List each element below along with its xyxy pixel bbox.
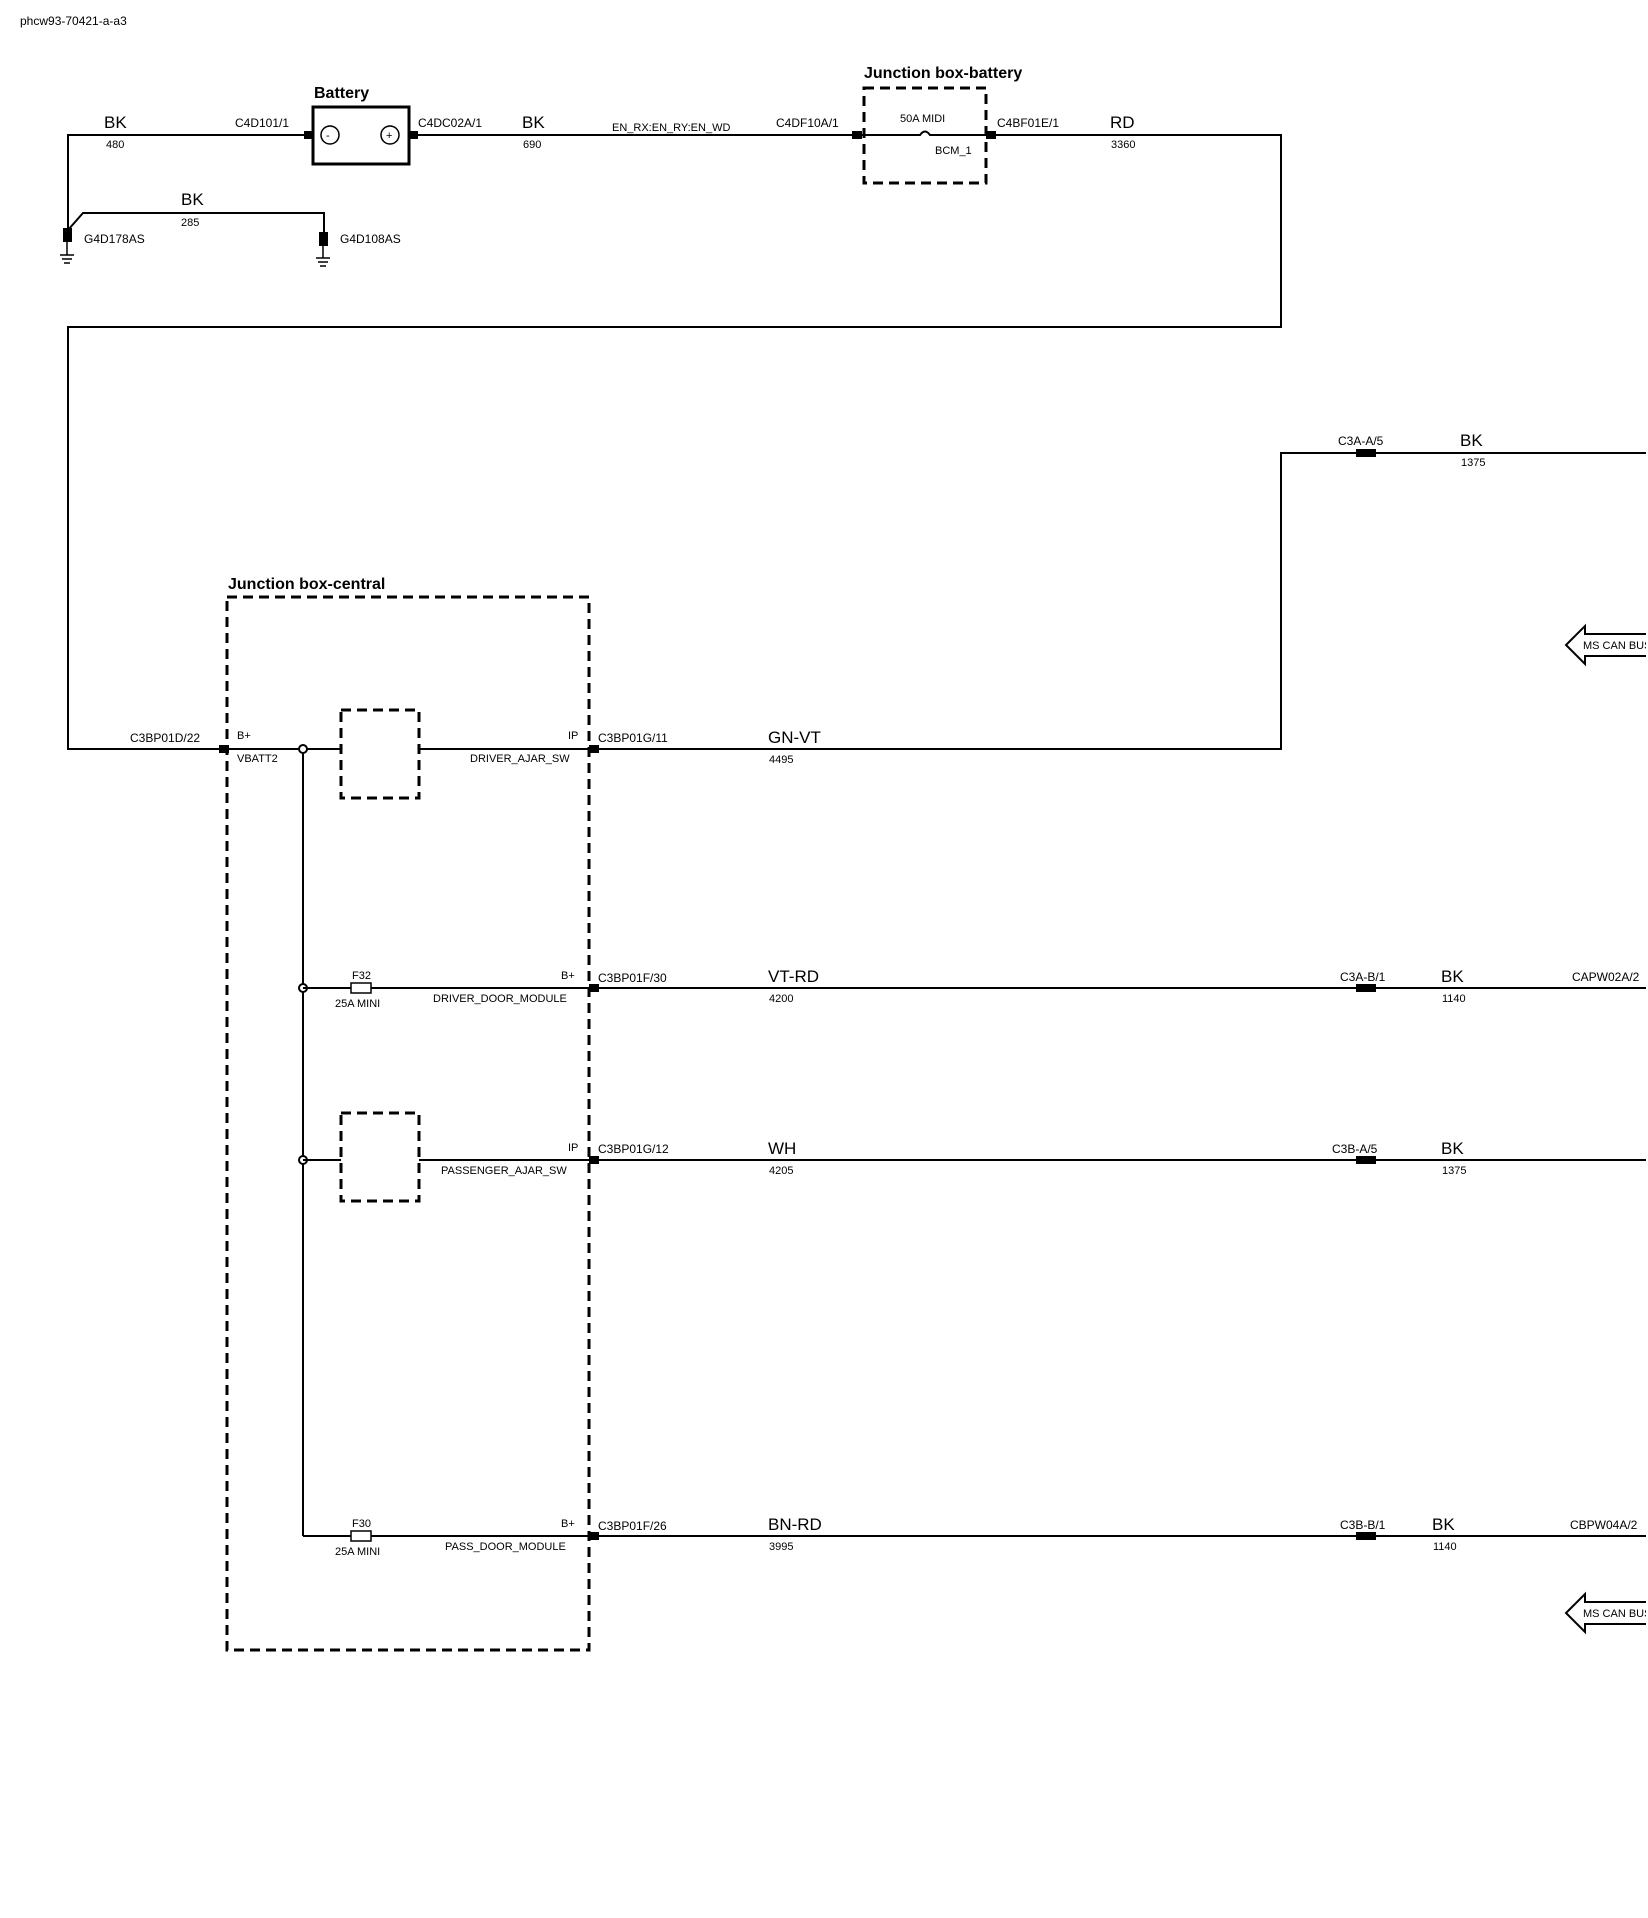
can-bus-arrow-icon: MS CAN BUS	[1564, 1591, 1648, 1635]
pin-label: IP	[568, 1142, 578, 1154]
wire-number-label: 480	[106, 139, 124, 151]
battery-minus-label: -	[326, 130, 330, 142]
ground-label-left: G4D178AS	[84, 232, 145, 246]
connector-label: C3BP01G/11	[598, 731, 668, 745]
fuse-name: BCM_1	[935, 145, 972, 157]
wire-color-label: VT-RD	[768, 967, 819, 986]
fuse-icon	[862, 130, 986, 136]
document-id: phcw93-70421-a-a3	[20, 14, 127, 28]
signal-label: EN_RX:EN_RY:EN_WD	[612, 122, 730, 134]
wire-to-central	[67, 134, 1282, 750]
pin-label: B+	[561, 1518, 575, 1530]
wire-number-label: 1375	[1442, 1165, 1466, 1177]
wire-gn-vt	[599, 452, 1357, 750]
connector-pin	[589, 984, 599, 992]
pin-label: B+	[237, 730, 251, 742]
wire-number-label: 4495	[769, 754, 793, 766]
wire-number-label: 4205	[769, 1165, 793, 1177]
svg-text:MS CAN BUS: MS CAN BUS	[1583, 1608, 1648, 1620]
connector-pin	[852, 131, 862, 139]
ground-label-right: G4D108AS	[340, 232, 401, 246]
wire-number-label: 285	[181, 217, 199, 229]
connector-pin	[304, 131, 314, 139]
signal-label: PASSENGER_AJAR_SW	[441, 1165, 567, 1177]
connector-label: C4D101/1	[235, 116, 289, 130]
battery-title: Battery	[314, 85, 369, 102]
connector-pin	[1356, 1532, 1376, 1540]
internal-module-driver-ajar	[339, 708, 421, 800]
wire-number-label: 3360	[1111, 139, 1135, 151]
connector-label: C3BP01G/12	[598, 1142, 669, 1156]
wire-color-label: BK	[1460, 431, 1483, 450]
fuse-icon	[350, 1530, 372, 1542]
wire-color-label: BK	[522, 113, 545, 132]
wire-color-label: RD	[1110, 113, 1135, 132]
wire-number-label: 690	[523, 139, 541, 151]
svg-text:MS CAN BUS: MS CAN BUS	[1583, 640, 1648, 652]
wire-number-label: 1375	[1461, 457, 1485, 469]
ground-icon	[60, 228, 74, 264]
connector-label: C4DC02A/1	[418, 116, 482, 130]
signal-label: DRIVER_DOOR_MODULE	[433, 993, 567, 1005]
fuse-rating: 25A MINI	[335, 1546, 380, 1558]
connector-pin	[1356, 984, 1376, 992]
fuse-rating: 50A MIDI	[900, 113, 945, 125]
connector-pin	[219, 745, 229, 753]
fuse-rating: 25A MINI	[335, 998, 380, 1010]
wire-color-label: BK	[104, 113, 127, 132]
junction-box-battery-title: Junction box-battery	[864, 65, 1022, 82]
pin-label: B+	[561, 970, 575, 982]
connector-label: C3A-B/1	[1340, 970, 1386, 984]
battery-minus-terminal	[320, 125, 340, 145]
internal-module-passenger-ajar	[339, 1111, 421, 1203]
wire-number-label: 4200	[769, 993, 793, 1005]
signal-label: VBATT2	[237, 753, 278, 765]
connector-label: C3BP01D/22	[130, 731, 200, 745]
connector-label: C4DF10A/1	[776, 116, 839, 130]
wire-color-label: BN-RD	[768, 1515, 822, 1534]
wire-color-label: BK	[1441, 967, 1464, 986]
pin-label: IP	[568, 730, 578, 742]
junction-box-central	[225, 595, 591, 1652]
fuse-icon	[350, 982, 372, 994]
junction-node	[298, 744, 308, 754]
connector-pin	[589, 745, 599, 753]
wire-number-label: 3995	[769, 1541, 793, 1553]
connector-pin	[408, 131, 418, 139]
can-bus-arrow-icon: MS CAN BUS	[1564, 623, 1648, 667]
wire-color-label: GN-VT	[768, 728, 821, 747]
wire-color-label: BK	[1441, 1139, 1464, 1158]
connector-label: C4BF01E/1	[997, 116, 1059, 130]
connector-pin	[1356, 1156, 1376, 1164]
connector-label: CAPW02A/2	[1572, 970, 1640, 984]
fuse-id: F30	[352, 1518, 371, 1530]
battery-plus-label: +	[386, 130, 392, 142]
ground-wires	[67, 134, 325, 238]
connector-label: C3BP01F/26	[598, 1519, 667, 1533]
wire-number-label: 1140	[1433, 1541, 1457, 1553]
connector-pin	[589, 1532, 599, 1540]
connector-label: CBPW04A/2	[1570, 1518, 1638, 1532]
wire-color-label: BK	[181, 190, 204, 209]
connector-pin	[1356, 449, 1376, 457]
wire-number-label: 1140	[1442, 993, 1466, 1005]
signal-label: PASS_DOOR_MODULE	[445, 1541, 566, 1553]
junction-box-central-title: Junction box-central	[228, 576, 385, 593]
battery-plus-terminal	[380, 125, 400, 145]
ground-icon	[316, 232, 330, 267]
connector-pin	[986, 131, 996, 139]
wire-color-label: WH	[768, 1139, 796, 1158]
wire-color-label: BK	[1432, 1515, 1455, 1534]
connector-label: C3A-A/5	[1338, 434, 1384, 448]
connector-label: C3B-A/5	[1332, 1142, 1378, 1156]
signal-label: DRIVER_AJAR_SW	[470, 753, 570, 765]
fuse-id: F32	[352, 970, 371, 982]
connector-label: C3B-B/1	[1340, 1518, 1386, 1532]
connector-label: C3BP01F/30	[598, 971, 667, 985]
connector-pin	[589, 1156, 599, 1164]
